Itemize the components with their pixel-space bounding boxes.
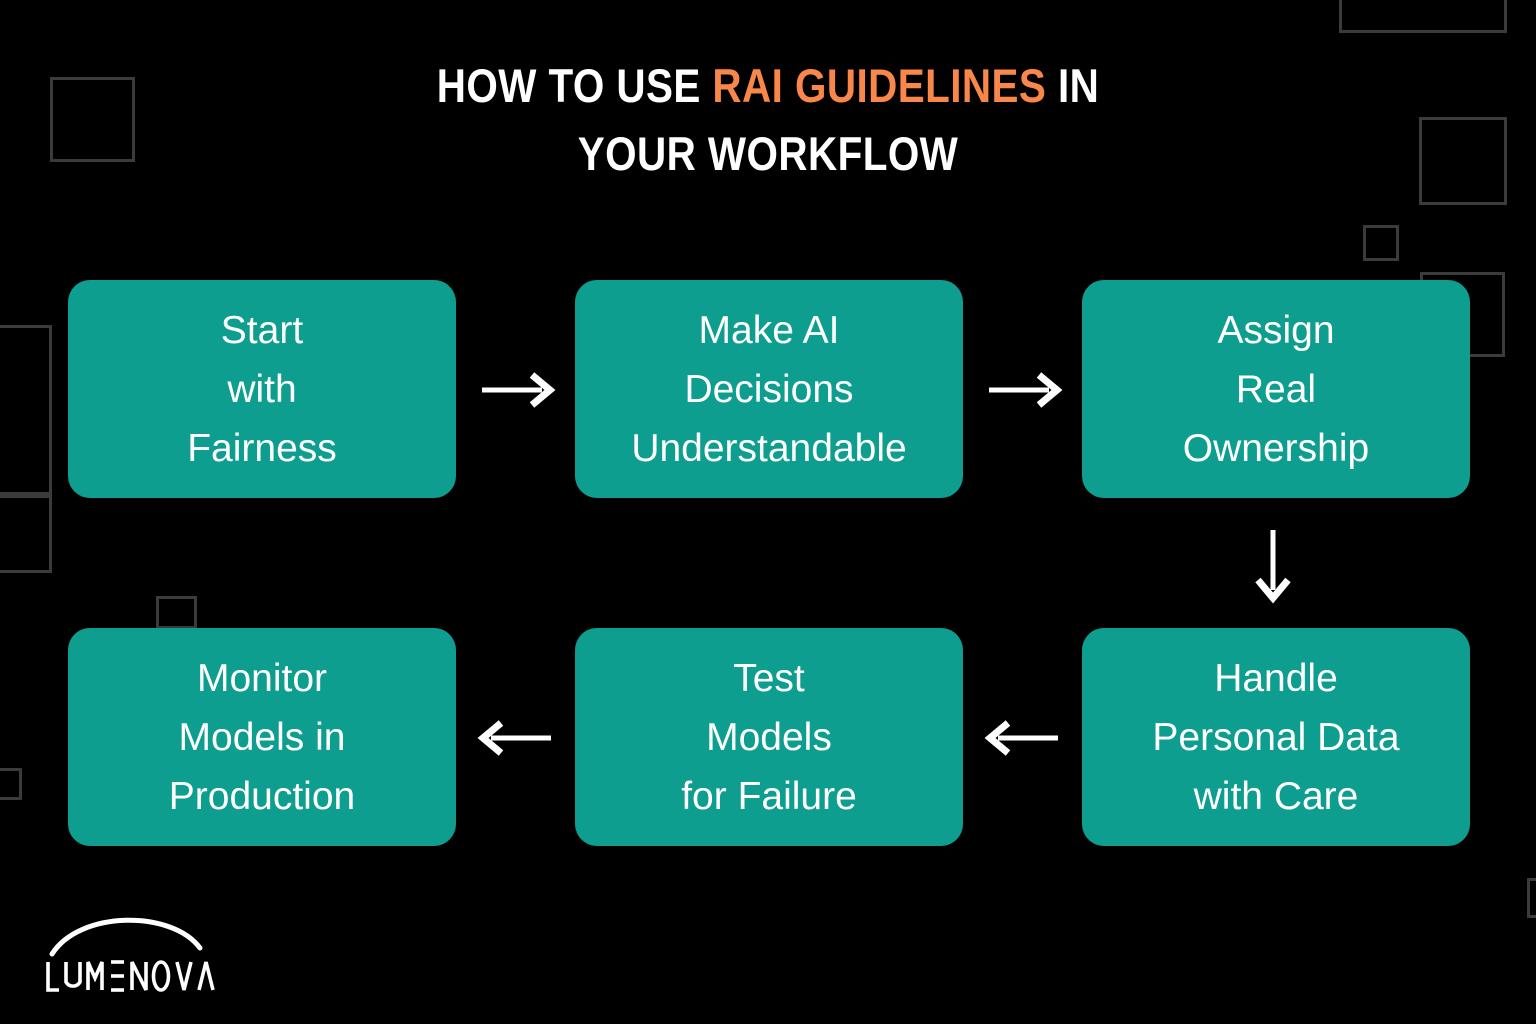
arrow-down-icon bbox=[1251, 528, 1295, 608]
decorative-rect bbox=[0, 495, 52, 573]
flow-node-label: Test Models for Failure bbox=[681, 656, 857, 818]
arrow-left-icon bbox=[473, 716, 553, 760]
page-title-line-2: YOUR WORKFLOW bbox=[577, 127, 959, 180]
flow-node-label: Monitor Models in Production bbox=[168, 656, 356, 818]
flow-node-handle-personal-data-with-care[interactable]: Handle Personal Data with Care bbox=[1082, 628, 1470, 846]
decorative-rect bbox=[0, 325, 52, 495]
flow-node-monitor-models-in-production[interactable]: Monitor Models in Production bbox=[68, 628, 456, 846]
page-title-accent: RAI GUIDELINES bbox=[712, 59, 1047, 112]
page-title-suffix: IN bbox=[1046, 59, 1100, 112]
decorative-rect bbox=[156, 596, 197, 629]
flow-node-make-ai-decisions-understandable[interactable]: Make AI Decisions Understandable bbox=[575, 280, 963, 498]
decorative-rect bbox=[0, 768, 22, 800]
decorative-rect bbox=[1527, 878, 1536, 918]
flow-node-label: Assign Real Ownership bbox=[1182, 308, 1370, 470]
arrow-right-icon bbox=[480, 368, 560, 412]
page-title: HOW TO USE RAI GUIDELINES IN YOUR WORKFL… bbox=[108, 52, 1429, 188]
arrow-right-icon bbox=[987, 368, 1067, 412]
flow-node-test-models-for-failure[interactable]: Test Models for Failure bbox=[575, 628, 963, 846]
lumenova-logo-mark bbox=[46, 917, 215, 992]
decorative-rect bbox=[1363, 225, 1399, 261]
page-title-line-1: HOW TO USE RAI GUIDELINES IN bbox=[108, 52, 1429, 120]
lumenova-wordmark bbox=[46, 960, 215, 992]
page-title-prefix: HOW TO USE bbox=[436, 59, 713, 112]
flow-node-start-with-fairness[interactable]: Start with Fairness bbox=[68, 280, 456, 498]
flow-node-assign-real-ownership[interactable]: Assign Real Ownership bbox=[1082, 280, 1470, 498]
decorative-rect bbox=[1419, 117, 1507, 205]
flow-node-label: Handle Personal Data with Care bbox=[1152, 656, 1400, 818]
flow-node-label: Make AI Decisions Understandable bbox=[631, 308, 907, 470]
arc-icon bbox=[49, 917, 203, 957]
decorative-rect bbox=[1339, 0, 1507, 33]
arrow-left-icon bbox=[980, 716, 1060, 760]
lumenova-logo[interactable] bbox=[44, 908, 244, 994]
flow-node-label: Start with Fairness bbox=[187, 308, 337, 470]
